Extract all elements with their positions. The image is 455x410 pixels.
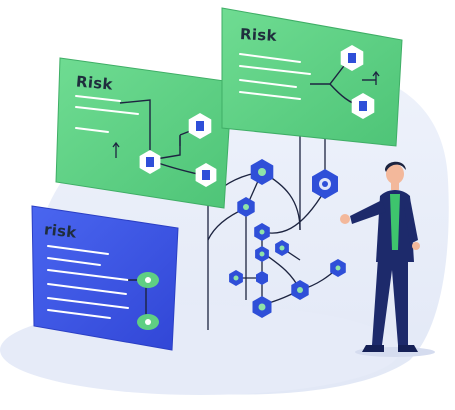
hexagon-node-icon [330,259,346,277]
hexagon-node-icon [252,296,272,318]
hexagon-node-icon [254,223,270,241]
hexagon-node-icon [139,150,161,174]
panel-lines [239,53,311,100]
panel-top-left-title: Risk [75,72,114,94]
arrow-up-icon [112,141,120,158]
hexagon-node-icon [250,159,274,185]
panel-lines [75,95,139,133]
hexagon-node-icon [255,246,269,262]
panel-bottom-left [31,205,179,351]
hexagon-node-icon [137,272,159,288]
panel-top-right [221,7,403,147]
hexagon-node-icon [256,271,268,285]
panel-top-right-title: Risk [239,25,278,45]
hexagon-node-icon [291,280,309,300]
hexagon-node-icon [351,93,375,119]
panel-lines [47,245,129,319]
hexagon-node-icon [340,45,364,71]
hexagon-node-icon [137,314,159,330]
panel-top-left [55,57,233,209]
hexagon-node-icon [237,197,255,217]
hexagon-node-icon [195,163,217,187]
hexagon-node-icon [275,240,289,256]
hexagon-node-icon [229,270,243,286]
arrow-up-icon [372,70,380,85]
hexagon-node-icon [312,169,338,199]
network-nodes [229,159,346,318]
hexagon-node-icon [188,113,212,139]
panel-bottom-left-title: risk [43,220,78,242]
person-illustration [340,161,435,357]
